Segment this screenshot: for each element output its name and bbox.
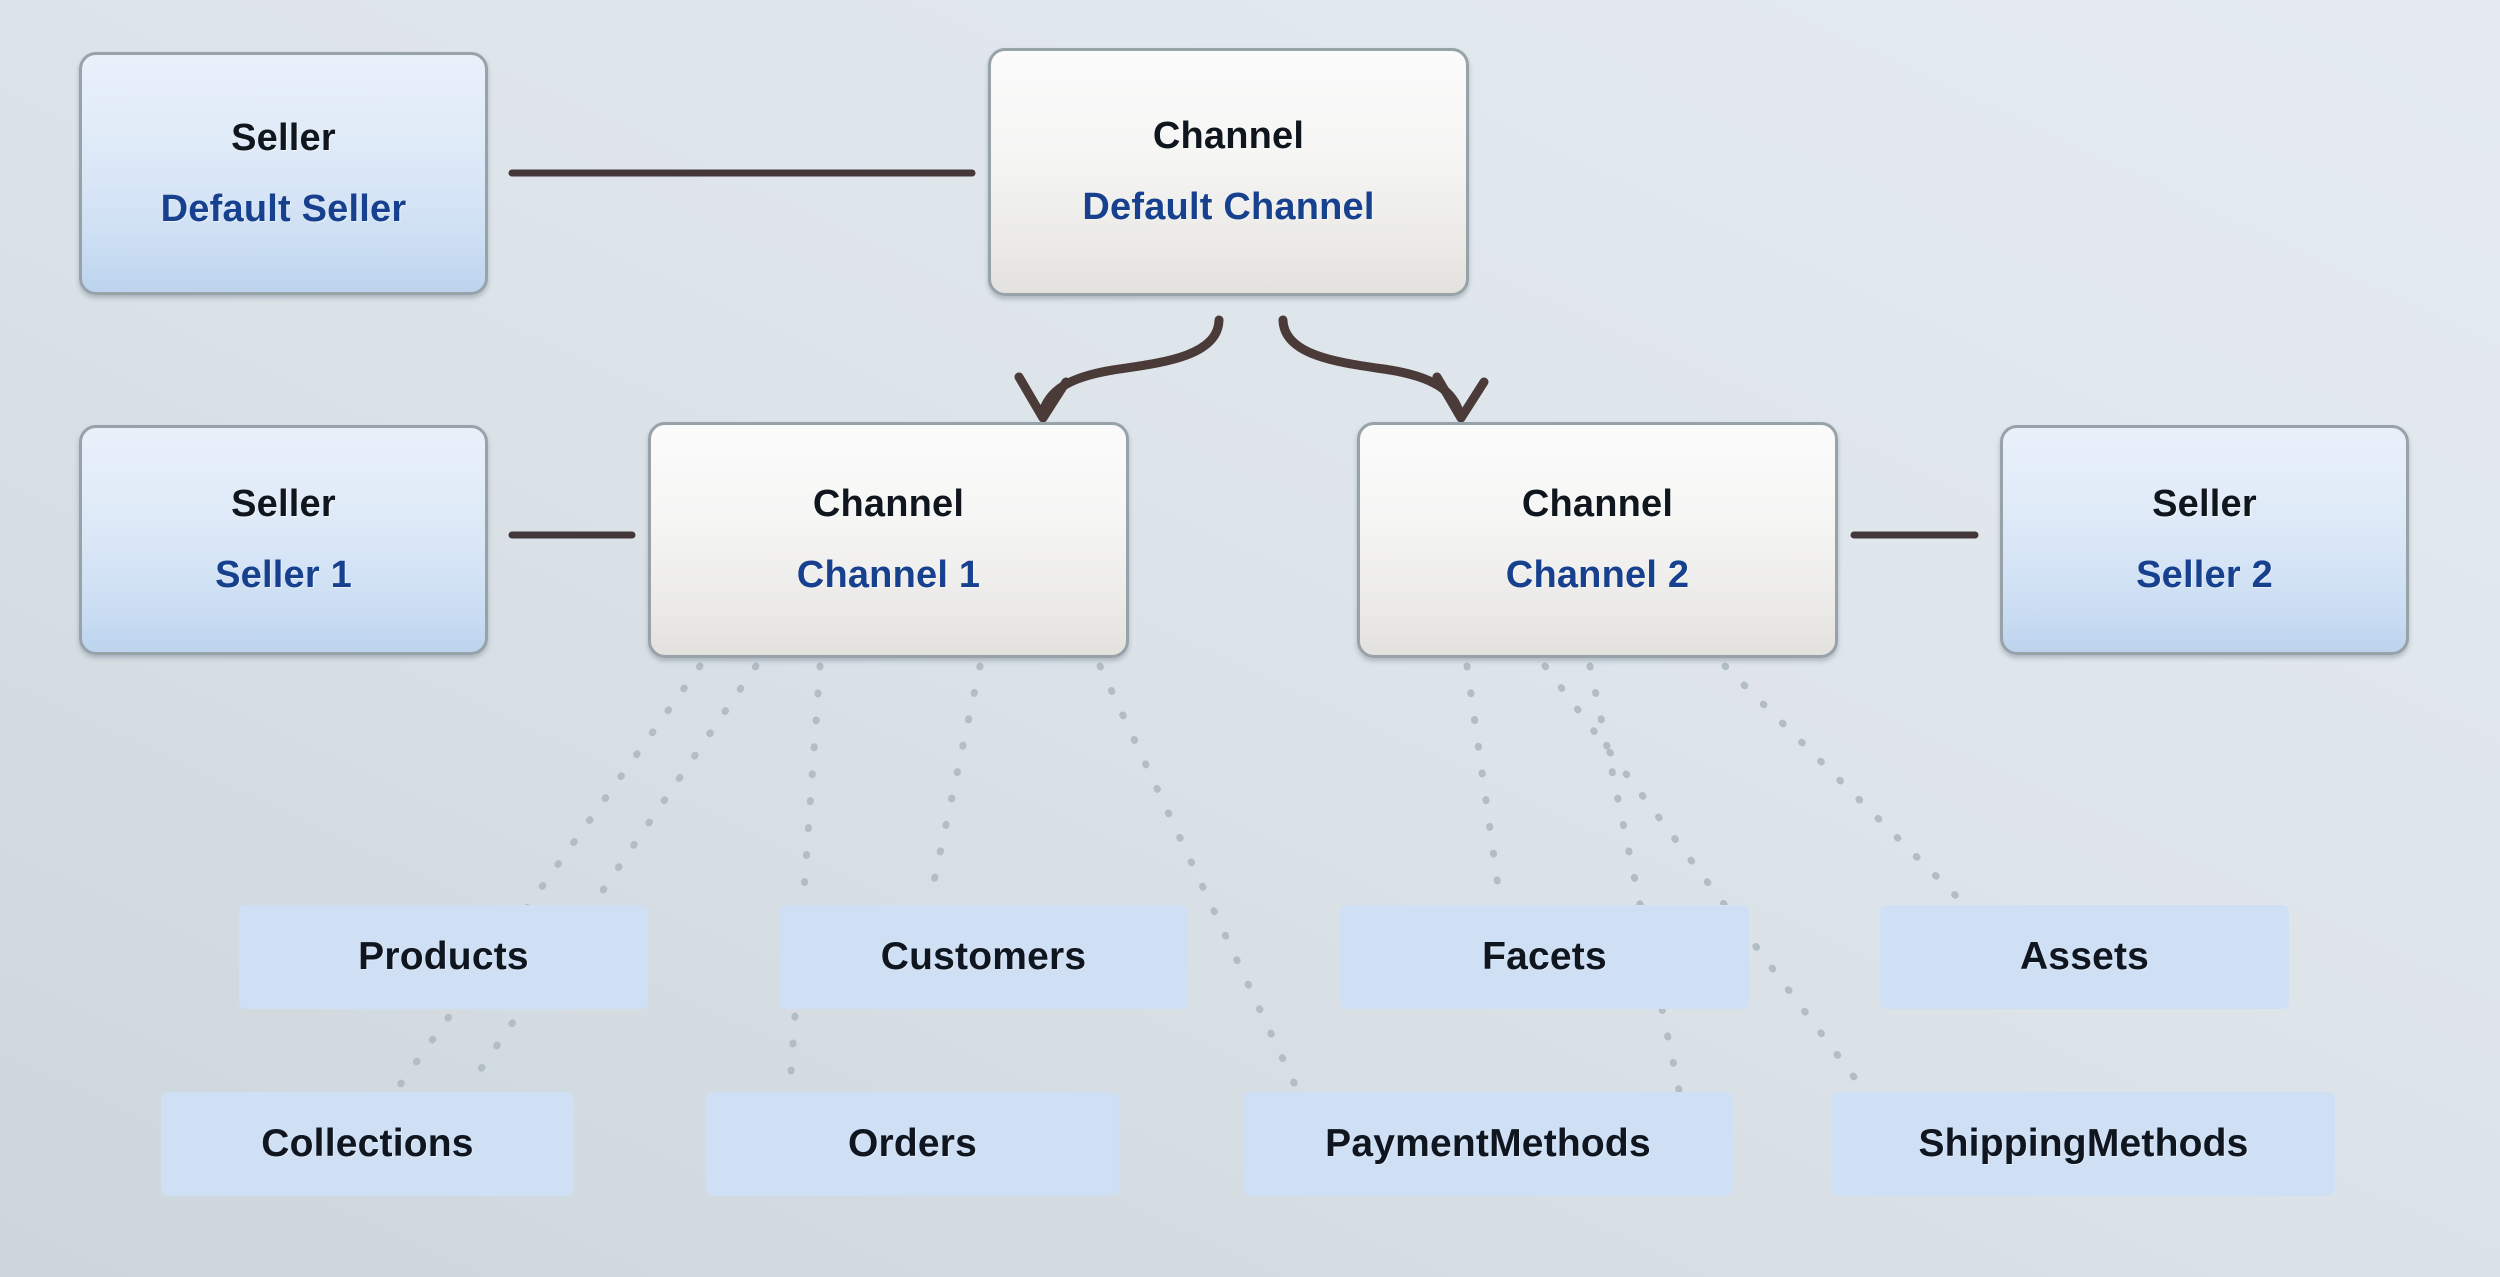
dotted-channel-1-orders — [786, 662, 824, 1089]
arrow-default-channel-to-channel-2 — [1278, 315, 1465, 420]
entity-chip-products[interactable]: Products — [239, 905, 648, 1009]
entity-chip-customers[interactable]: Customers — [779, 905, 1188, 1009]
entity-chip-paymentmethods[interactable]: PaymentMethods — [1243, 1092, 1733, 1196]
card-default-channel[interactable]: Channel Default Channel — [988, 48, 1469, 296]
entity-chip-shippingmethods[interactable]: ShippingMethods — [1832, 1092, 2335, 1196]
entity-chip-assets[interactable]: Assets — [1880, 905, 2289, 1009]
entity-chip-collections[interactable]: Collections — [161, 1092, 574, 1196]
dotted-channel-2-facets — [1463, 662, 1504, 904]
card-type-label: Seller — [231, 483, 336, 525]
dotted-channel-2-assets — [1721, 662, 1964, 904]
card-seller-2[interactable]: Seller Seller 2 — [2000, 425, 2409, 655]
card-default-seller[interactable]: Seller Default Seller — [79, 52, 488, 295]
card-seller-1[interactable]: Seller Seller 1 — [79, 425, 488, 655]
card-name-label: Channel 1 — [796, 554, 981, 596]
card-name-label: Default Seller — [160, 187, 407, 230]
card-channel-1[interactable]: Channel Channel 1 — [648, 422, 1129, 658]
card-type-label: Seller — [2152, 483, 2257, 525]
card-name-label: Seller 2 — [2136, 554, 2273, 596]
arrow-default-channel-to-channel-2-head — [1432, 372, 1489, 423]
card-name-label: Channel 2 — [1505, 554, 1690, 596]
entity-chip-orders[interactable]: Orders — [706, 1092, 1119, 1196]
arrow-default-channel-to-channel-1 — [1037, 315, 1224, 420]
card-type-label: Channel — [812, 483, 965, 525]
card-type-label: Seller — [231, 116, 336, 159]
dotted-channel-1-customers — [926, 662, 984, 904]
card-name-label: Seller 1 — [215, 554, 352, 596]
card-channel-2[interactable]: Channel Channel 2 — [1357, 422, 1838, 658]
dotted-channel-1-collections — [396, 662, 704, 1089]
dotted-channel-2-shippingmethods — [1541, 662, 1864, 1089]
entity-chip-facets[interactable]: Facets — [1340, 905, 1749, 1009]
card-type-label: Channel — [1152, 115, 1305, 157]
dotted-channel-1-paymentmethods — [1096, 662, 1299, 1089]
arrow-default-channel-to-channel-1-head — [1014, 372, 1071, 423]
card-type-label: Channel — [1521, 483, 1674, 525]
card-name-label: Default Channel — [1082, 186, 1375, 228]
dotted-channel-1-products — [466, 662, 760, 1089]
